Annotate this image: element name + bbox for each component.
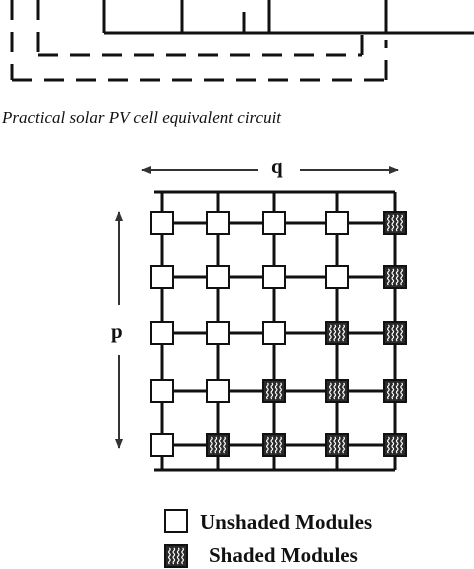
p-label: p bbox=[111, 319, 123, 343]
unshaded-module bbox=[206, 265, 230, 289]
shaded-module bbox=[325, 433, 349, 457]
legend-shaded-label: Shaded Modules bbox=[209, 543, 358, 567]
legend-shaded-pattern bbox=[164, 544, 188, 568]
legend bbox=[164, 509, 188, 568]
shaded-module bbox=[262, 379, 286, 403]
shaded-module bbox=[325, 379, 349, 403]
unshaded-module bbox=[206, 379, 230, 403]
unshaded-module bbox=[325, 265, 349, 289]
pv-module-array bbox=[150, 211, 407, 457]
unshaded-module bbox=[150, 433, 174, 457]
unshaded-module bbox=[206, 321, 230, 345]
shaded-module bbox=[383, 321, 407, 345]
unshaded-module bbox=[206, 211, 230, 235]
shaded-module bbox=[262, 433, 286, 457]
equivalent-circuit-fragment bbox=[10, 0, 474, 82]
unshaded-module bbox=[150, 321, 174, 345]
shaded-module bbox=[383, 379, 407, 403]
shaded-module bbox=[383, 211, 407, 235]
legend-unshaded-label: Unshaded Modules bbox=[200, 510, 373, 534]
unshaded-module bbox=[262, 321, 286, 345]
shaded-module bbox=[206, 433, 230, 457]
shaded-module bbox=[325, 321, 349, 345]
unshaded-module bbox=[150, 265, 174, 289]
legend-shaded-swatch bbox=[164, 544, 188, 568]
unshaded-module bbox=[262, 265, 286, 289]
unshaded-module bbox=[262, 211, 286, 235]
unshaded-module bbox=[325, 211, 349, 235]
unshaded-module bbox=[150, 379, 174, 403]
shaded-module bbox=[383, 433, 407, 457]
shaded-module bbox=[383, 265, 407, 289]
unshaded-module bbox=[150, 211, 174, 235]
q-label: q bbox=[271, 154, 283, 178]
figure-caption: Practical solar PV cell equivalent circu… bbox=[2, 108, 282, 127]
legend-unshaded-swatch bbox=[164, 509, 188, 533]
